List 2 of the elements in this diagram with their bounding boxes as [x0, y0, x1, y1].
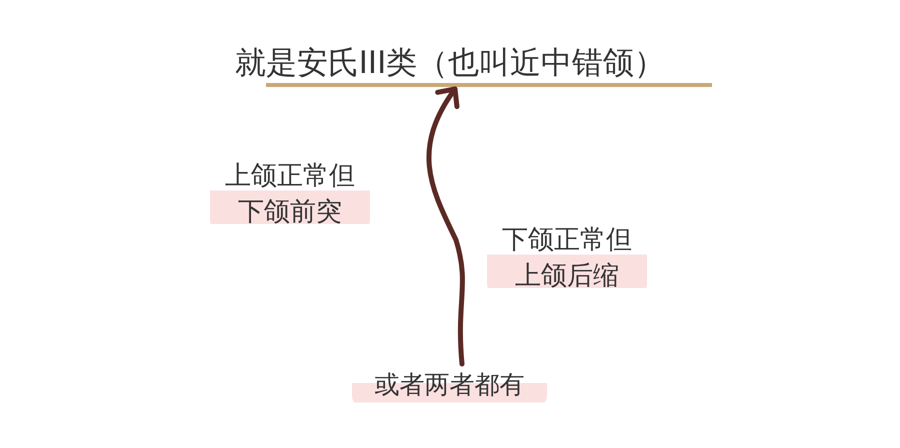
heading-text: 就是安氏III类（也叫近中错颌） [185, 38, 715, 88]
arrow [426, 86, 465, 366]
